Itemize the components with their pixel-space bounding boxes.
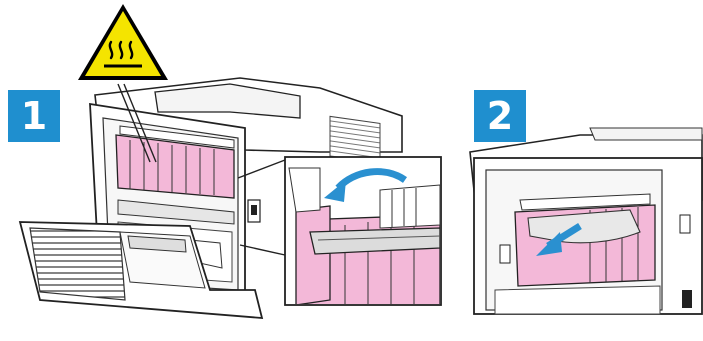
printer-rear-detail xyxy=(470,128,702,314)
callout-zoom-fuser xyxy=(238,157,441,305)
hot-surface-warning-icon xyxy=(78,4,168,80)
step-number-badge: 1 xyxy=(8,90,60,142)
step-number-badge: 2 xyxy=(474,90,526,142)
